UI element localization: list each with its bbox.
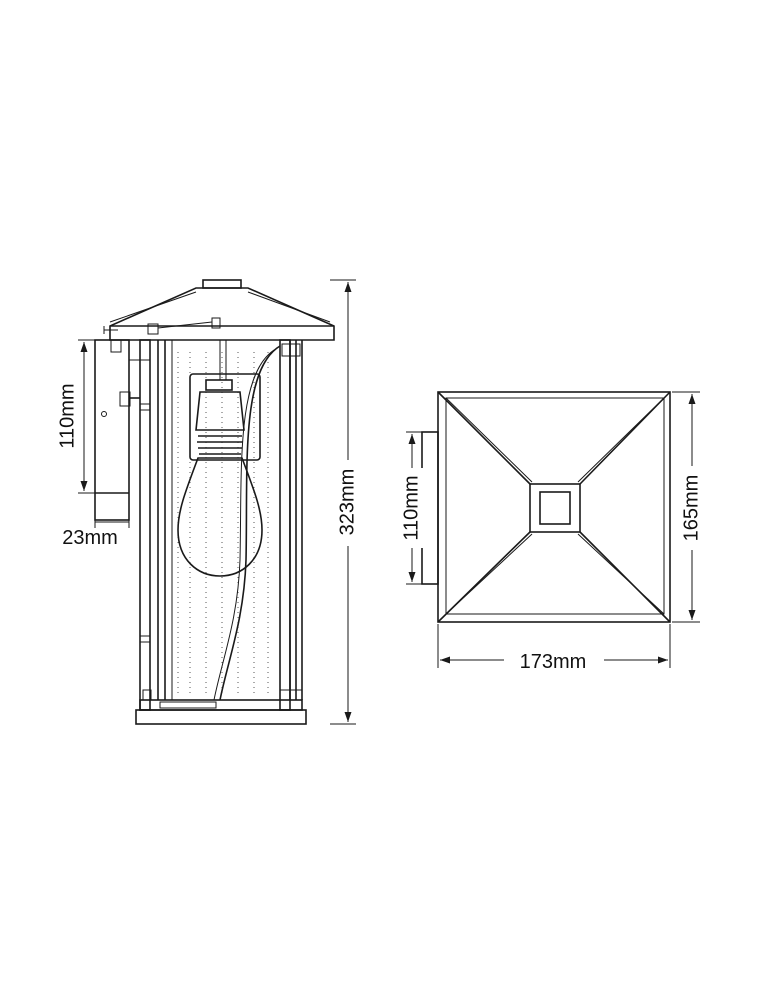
label-top-width: 173mm xyxy=(520,651,587,673)
dim-top-depth: 165mm xyxy=(672,391,704,623)
label-bracket-depth: 23mm xyxy=(62,527,118,549)
dim-bracket-height: 110mm xyxy=(56,339,95,494)
dim-top-bracket-height: 110mm xyxy=(400,431,424,585)
dim-overall-height: 323mm xyxy=(330,279,360,725)
label-bracket-height: 110mm xyxy=(56,383,78,448)
lantern-body xyxy=(135,339,307,725)
top-view: 110mm 165mm 173mm xyxy=(400,391,704,673)
top-bracket xyxy=(421,431,439,585)
label-top-bracket-height: 110mm xyxy=(400,475,422,540)
side-view: 110mm 23mm 323mm xyxy=(56,279,360,725)
bulb-assembly xyxy=(177,340,263,577)
wall-bracket xyxy=(94,339,140,521)
dim-bracket-depth: 23mm xyxy=(62,500,130,549)
label-top-depth: 165mm xyxy=(680,475,702,542)
lantern-roof xyxy=(103,279,335,341)
label-overall-height: 323mm xyxy=(336,469,358,536)
roof-top xyxy=(437,391,671,623)
dim-top-width: 173mm xyxy=(437,624,671,673)
